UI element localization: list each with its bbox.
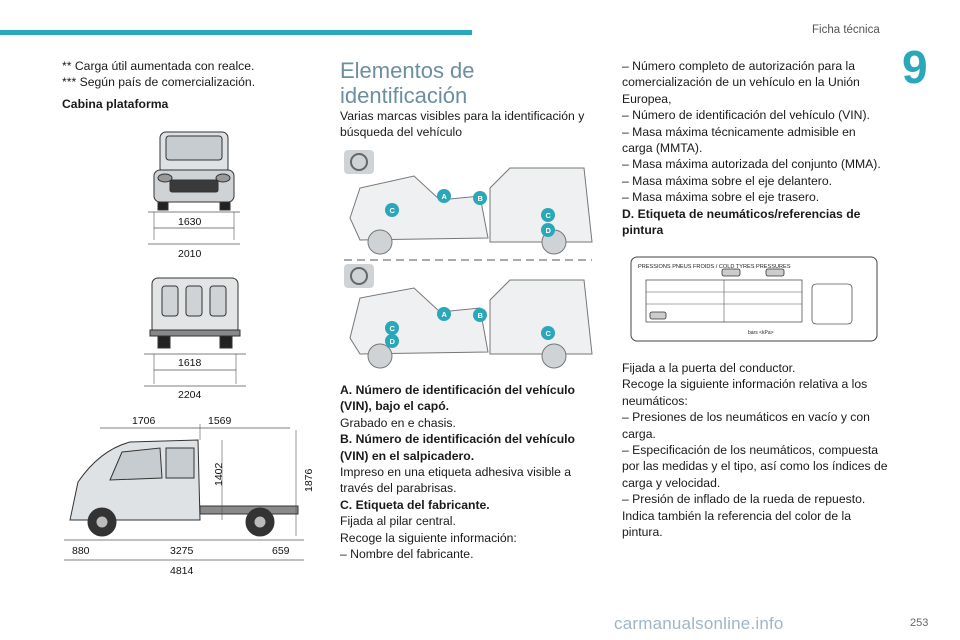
bullet-vin: – Número de identificación del vehículo … (622, 108, 870, 123)
fixed-text: Fijada a la puerta del conductor. (622, 361, 796, 375)
badge-c-top-left: C (385, 203, 399, 217)
item-a-text: Grabado en e chasis. (340, 415, 456, 430)
bullet-specification: – Especificación de los neumáticos, comp… (622, 443, 888, 490)
dim-880: 880 (72, 545, 90, 557)
item-a-heading: A. Número de identificación del vehículo… (340, 383, 575, 414)
dim-3275: 3275 (170, 545, 194, 557)
bullet-pressures: – Presiones de los neumáticos en vacío y… (622, 410, 870, 441)
svg-text:C: C (390, 206, 396, 215)
bullet-spare: – Presión de inflado de la rueda de repu… (622, 492, 866, 507)
chapter-number: 9 (902, 41, 928, 93)
bullet-manufacturer: – Nombre del fabricante. (340, 547, 474, 562)
badge-b-bottom: B (473, 308, 487, 322)
note-country: *** Según país de comercialización. (62, 75, 256, 90)
collect-text: Recoge la siguiente información: (340, 530, 517, 545)
badge-c-bottom-right: C (541, 326, 555, 340)
badge-d-bottom: D (385, 334, 399, 348)
badge-a-bottom: A (437, 307, 451, 321)
paint-text: Indica también la referencia del color d… (622, 508, 851, 540)
bullet-front-axle: – Masa máxima sobre el eje delantero. (622, 173, 833, 188)
intro-text: Varias marcas visibles para la identific… (340, 109, 585, 140)
bullet-rear-axle: – Masa máxima sobre el eje trasero. (622, 190, 820, 205)
tyre-collect-text: Recoge la siguiente información relativa… (622, 377, 868, 408)
item-c-heading: C. Etiqueta del fabricante. (340, 497, 490, 512)
badge-a-top: A (437, 189, 451, 203)
heading-d: D. Etiqueta de neumáticos/referencias de… (622, 206, 861, 238)
tyre-pressure-label: PRESSIONS PNEUS FROIDS / COLD TYRES PRES… (630, 256, 878, 342)
van-top-illustration (349, 167, 593, 255)
item-c-text: Fijada al pilar central. (340, 514, 456, 529)
front-view-diagram: 1630 2010 (148, 131, 240, 260)
identification-diagram: A B C C D A B C D C (344, 150, 593, 369)
svg-text:A: A (442, 310, 448, 319)
label-title: PRESSIONS PNEUS FROIDS / COLD TYRES PRES… (638, 264, 791, 270)
badge-c-top-right: C (541, 208, 555, 222)
svg-text:A: A (442, 192, 448, 201)
top-accent-bar (0, 30, 472, 35)
dim-1402: 1402 (213, 462, 225, 486)
note-payload: ** Carga útil aumentada con realce. (62, 59, 255, 73)
cabin-side-illustration (69, 439, 299, 537)
label-units: bars <kPa> (748, 330, 774, 336)
svg-text:B: B (478, 194, 484, 203)
dim-1706: 1706 (132, 415, 156, 427)
left-column: ** Carga útil aumentada con realce. *** … (62, 58, 302, 112)
right-column-top: – Número completo de autorización para l… (622, 58, 888, 238)
cabin-rear-illustration (149, 277, 241, 349)
side-view-diagram: 1706 1569 1402 1876 880 3275 659 4814 (64, 415, 315, 577)
steering-wheel-icon-2 (344, 264, 374, 288)
badge-b-top: B (473, 191, 487, 205)
van-front-illustration (153, 131, 235, 211)
svg-text:C: C (546, 329, 552, 338)
car-icon (649, 268, 785, 320)
svg-text:D: D (390, 337, 396, 346)
bullet-mmta: – Masa máxima técnicamente admisible en … (622, 124, 856, 156)
badge-c-bottom-left: C (385, 321, 399, 335)
badge-d-top: D (541, 223, 555, 237)
middle-column: Elementos de identificación Varias marca… (340, 58, 596, 141)
steering-wheel-icon (344, 150, 374, 174)
rear-view-diagram: 1618 2204 (144, 277, 246, 398)
watermark: carmanualsonline.info (614, 614, 784, 633)
dim-4814: 4814 (170, 565, 194, 577)
right-column-bottom: Fijada a la puerta del conductor. Recoge… (622, 360, 888, 540)
bullet-mma: – Masa máxima autorizada del conjunto (M… (622, 157, 881, 172)
section-heading: Elementos de identificación (340, 58, 596, 108)
middle-items: A. Número de identificación del vehículo… (340, 382, 596, 562)
page-number: 253 (910, 617, 929, 629)
heading-line2: identificación (340, 83, 468, 108)
bullet-authorization: – Número completo de autorización para l… (622, 59, 860, 106)
tyre-table (645, 279, 803, 323)
section-title: Ficha técnica (812, 24, 880, 36)
paint-reference-box (811, 283, 853, 325)
svg-text:C: C (546, 211, 552, 220)
dim-659: 659 (272, 545, 290, 557)
svg-text:B: B (478, 311, 484, 320)
svg-text:D: D (546, 226, 552, 235)
item-b-text: Impreso en una etiqueta adhesiva visible… (340, 465, 572, 496)
subtitle-cabina: Cabina plataforma (62, 96, 169, 111)
svg-text:C: C (390, 324, 396, 333)
heading-line1: Elementos de (340, 58, 475, 83)
item-b-heading: B. Número de identificación del vehículo… (340, 432, 575, 463)
rear-width-1618: 1618 (178, 357, 202, 369)
van-bottom-illustration (349, 279, 593, 369)
rear-width-2204: 2204 (178, 389, 202, 398)
front-width-2010: 2010 (178, 248, 202, 260)
dim-1569: 1569 (208, 415, 232, 427)
front-width-1630: 1630 (178, 216, 202, 228)
dim-1876: 1876 (303, 468, 315, 492)
